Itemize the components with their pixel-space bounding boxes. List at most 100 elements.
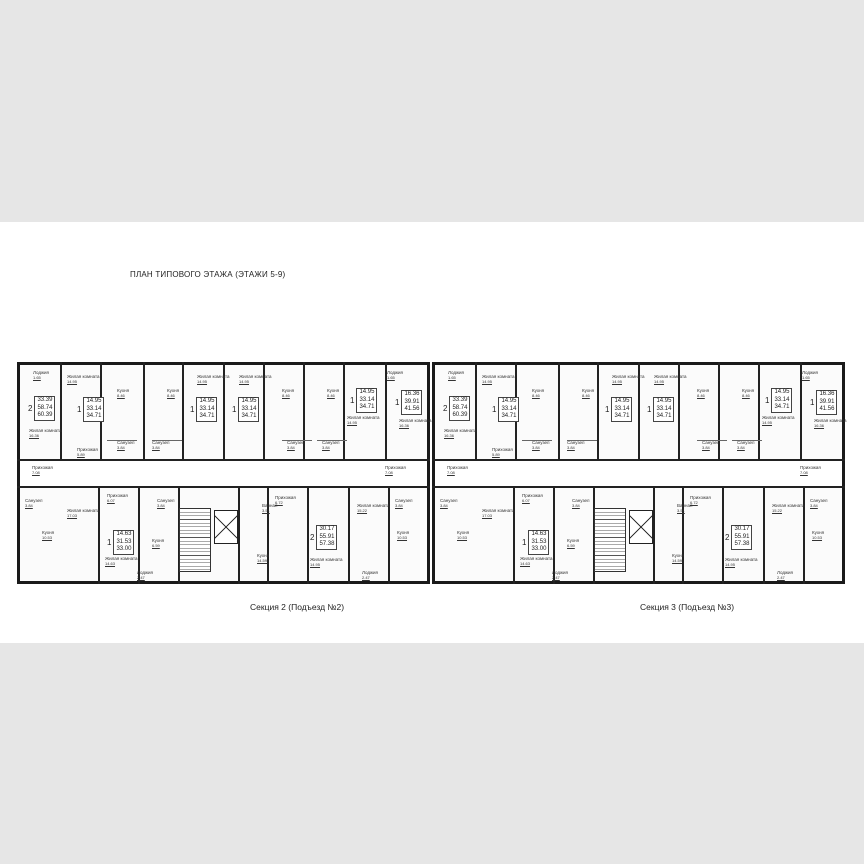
room-area: 14.95 [67, 379, 78, 384]
room-area: 3.84 [395, 503, 403, 508]
room-name: Жилая комната [654, 374, 687, 379]
room-area: 6.59 [567, 543, 575, 548]
area-total-with-loggia: 34.71 [656, 413, 672, 419]
room-name: Прихожая [32, 465, 53, 470]
room-area: 15.22 [357, 508, 368, 513]
room-name: Кухня [697, 388, 710, 393]
room-name: Прихожая [690, 495, 711, 500]
partition [138, 487, 140, 584]
partition [678, 362, 680, 460]
room-area: 14.95 [197, 379, 208, 384]
area-total-with-loggia: 33.00 [531, 546, 547, 552]
room-name: Санузел [152, 440, 170, 445]
room-area: 6.72 [275, 500, 283, 505]
area-living: 33.39 [37, 397, 53, 403]
partition [653, 487, 655, 584]
room-area: 2.47 [552, 575, 560, 580]
room-name: Санузел [440, 498, 458, 503]
room-area: 3.84 [152, 445, 160, 450]
area-total: 33.14 [241, 405, 257, 412]
room-area: 6.07 [522, 498, 530, 503]
room-name: Прихожая [385, 465, 406, 470]
room-area: 14.95 [612, 379, 623, 384]
room-area: 14.95 [762, 420, 773, 425]
room-area: 3.84 [287, 445, 295, 450]
room-name: Кухня [327, 388, 340, 393]
room-area: 16.36 [29, 433, 40, 438]
room-name: Жилая комната [725, 557, 758, 562]
room-name: Кухня [457, 530, 470, 535]
room-name: Жилая комната [444, 428, 477, 433]
room-name: Лоджия [777, 570, 793, 575]
area-living: 14.95 [241, 398, 257, 404]
room-name: Прихожая [447, 465, 468, 470]
room-area: 14.63 [520, 561, 531, 566]
room-area: 14.95 [347, 420, 358, 425]
room-name: Прихожая [77, 447, 98, 452]
area-living: 14.63 [531, 531, 547, 537]
room-name: Жилая комната [399, 418, 432, 423]
room-area: 14.59 [257, 558, 268, 563]
room-area: 1.65 [802, 375, 810, 380]
room-area: 8.46 [532, 393, 540, 398]
room-area: 14.95 [239, 379, 250, 384]
corridor [20, 460, 427, 487]
partition [558, 362, 560, 460]
corridor-wall-top [432, 459, 845, 461]
room-area: 3.84 [702, 445, 710, 450]
apartment-room-count: 1 [190, 404, 195, 414]
partition [303, 362, 305, 460]
room-area: 10.53 [42, 535, 53, 540]
area-total-with-loggia: 34.71 [614, 413, 630, 419]
area-total: 39.91 [404, 398, 420, 405]
room-area: 3.84 [440, 503, 448, 508]
apartment-room-count: 2 [28, 403, 33, 413]
area-total: 33.14 [614, 405, 630, 412]
room-area: 8.46 [697, 393, 705, 398]
partition [763, 487, 765, 584]
area-total: 55.91 [319, 533, 335, 540]
room-name: Лоджия [137, 570, 153, 575]
room-name: Кухня [282, 388, 295, 393]
area-total: 33.14 [656, 405, 672, 412]
room-name: Санузел [395, 498, 413, 503]
room-area: 7.08 [385, 470, 393, 475]
room-name: Прихожая [107, 493, 128, 498]
bathroom-wall [697, 440, 727, 441]
room-area: 8.46 [167, 393, 175, 398]
room-area: 3.84 [737, 445, 745, 450]
partition [513, 487, 515, 584]
area-total-with-loggia: 34.71 [86, 413, 102, 419]
area-total-with-loggia: 33.00 [116, 546, 132, 552]
room-name: Санузел [737, 440, 755, 445]
